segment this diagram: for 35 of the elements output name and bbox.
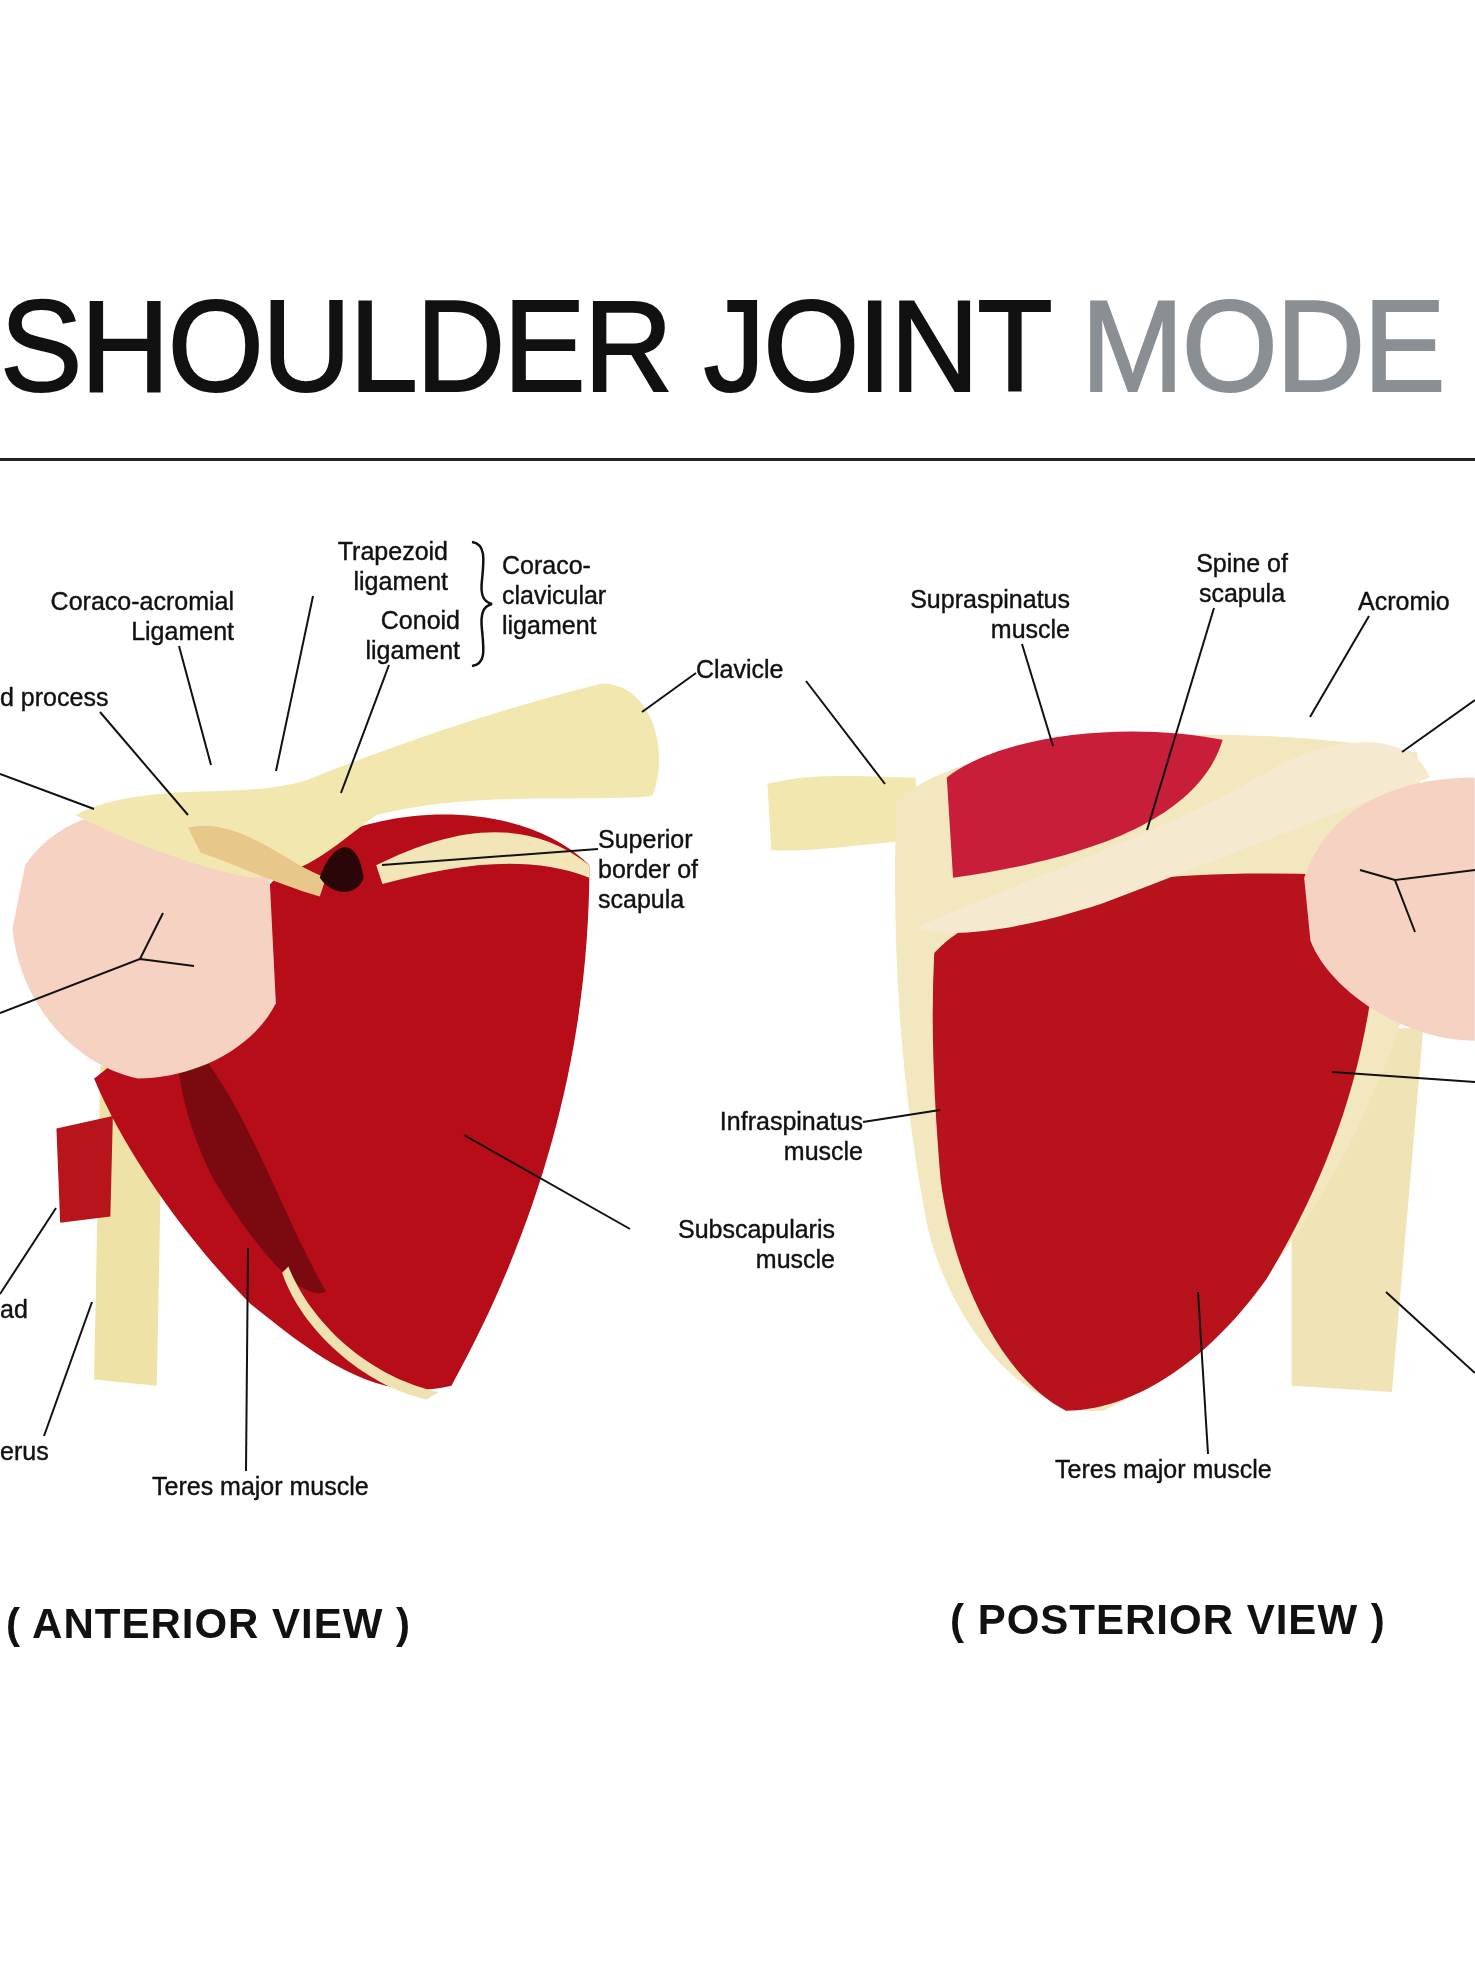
leader-line (99, 711, 189, 816)
leader-line (43, 1301, 93, 1437)
leader-line (862, 1109, 941, 1123)
leader-line (1021, 643, 1054, 747)
view-caption: ( POSTERIOR VIEW ) (950, 1596, 1386, 1644)
leader-line (0, 1207, 57, 1295)
leader-line (340, 664, 390, 794)
leader-line (178, 645, 212, 766)
part-label: d process (0, 682, 125, 712)
part-label: Teres major muscle (1055, 1454, 1335, 1484)
leader-line (1309, 615, 1370, 718)
leader-line (245, 1247, 249, 1472)
part-label: Acromio (1358, 586, 1475, 616)
part-label: ad (0, 1294, 34, 1324)
part-label: Infraspinatus muscle (670, 1106, 863, 1166)
part-label: Conoid ligament (320, 605, 460, 665)
part-label: Supraspinatus muscle (860, 584, 1070, 644)
leader-line (805, 680, 886, 785)
part-label: erus (0, 1436, 60, 1466)
part-label: Teres major muscle (152, 1471, 412, 1501)
part-label: Clavicle (696, 654, 806, 684)
part-label: Spine of scapula (1172, 548, 1312, 608)
part-label: Superior border of scapula (598, 824, 728, 914)
part-label: Coraco- clavicular ligament (502, 550, 642, 640)
leader-line (463, 1134, 631, 1230)
leader-line (381, 848, 599, 866)
leader-line (275, 595, 314, 772)
view-caption: ( ANTERIOR VIEW ) (6, 1600, 412, 1648)
part-label: Subscapularis muscle (630, 1214, 835, 1274)
leader-line (1146, 607, 1215, 831)
leader-line (1197, 1291, 1209, 1455)
part-label: Coraco-acromial Ligament (10, 586, 234, 646)
leader-line (641, 672, 697, 713)
part-label: Trapezoid ligament (300, 536, 448, 596)
title: SHOULDER JOINT MODE (0, 278, 1444, 415)
